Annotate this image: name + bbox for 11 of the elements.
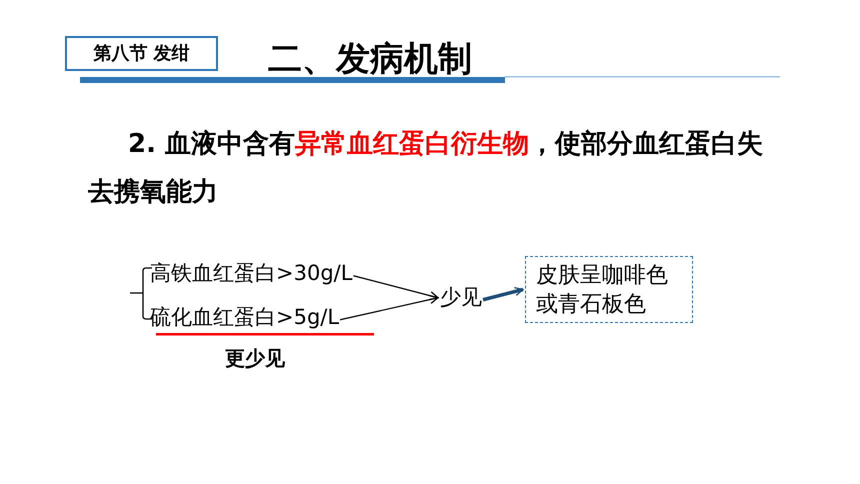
condition-text: 硫化血红蛋白>5g/L [150, 302, 340, 334]
slide-title: 二、发病机制 [268, 38, 472, 81]
outcome-box: 皮肤呈咖啡色或青石板色 [525, 256, 693, 323]
arrow [482, 286, 524, 302]
condition-text: 高铁血红蛋白>30g/L [150, 258, 352, 290]
arrow [340, 294, 439, 320]
section-tag: 第八节 发绀 [65, 36, 218, 71]
note-text: 更少见 [225, 345, 285, 372]
paragraph: 2. 血液中含有异常血红蛋白衍生物，使部分血红蛋白失去携氧能力 [88, 128, 764, 209]
result-text: 少见 [440, 282, 482, 314]
arrow [353, 275, 439, 300]
